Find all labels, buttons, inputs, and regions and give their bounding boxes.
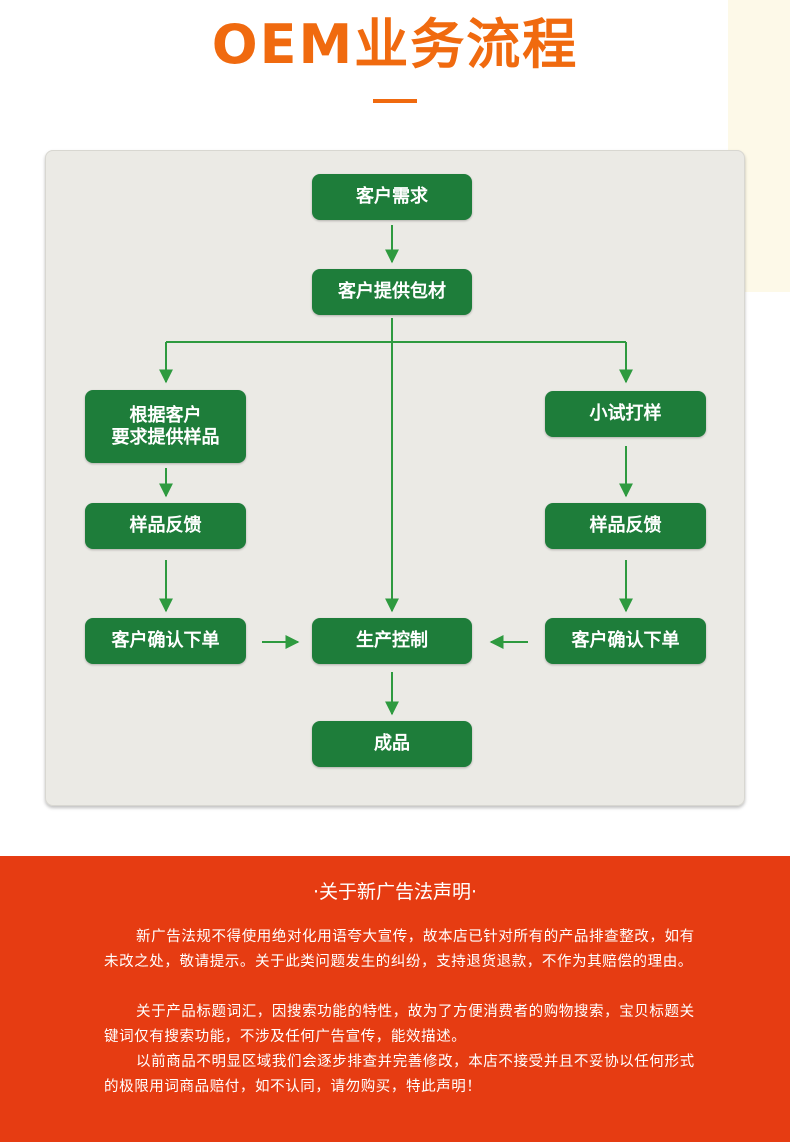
node-label: 样品反馈 bbox=[589, 515, 662, 536]
node-order-right: 客户确认下单 bbox=[545, 618, 706, 664]
notice-paragraph-1: 新广告法规不得使用绝对化用语夸大宣传，故本店已针对所有的产品排查整改，如有未改之… bbox=[104, 929, 695, 970]
notice-paragraph-2: 关于产品标题词汇，因搜索功能的特性，故为了方便消费者的购物搜索，宝贝标题关键词仅… bbox=[104, 1004, 695, 1045]
notice-paragraph-3: 以前商品不明显区域我们会逐步排查并完善修改，本店不接受并且不妥协以任何形式的极限… bbox=[104, 1054, 695, 1095]
node-finished-product: 成品 bbox=[312, 721, 472, 767]
node-feedback-left: 样品反馈 bbox=[85, 503, 246, 549]
node-label: 样品反馈 bbox=[129, 515, 202, 536]
node-label: 客户确认下单 bbox=[571, 630, 680, 651]
node-trial-sample: 小试打样 bbox=[545, 391, 706, 437]
node-feedback-right: 样品反馈 bbox=[545, 503, 706, 549]
node-production-control: 生产控制 bbox=[312, 618, 472, 664]
node-label: 客户需求 bbox=[356, 186, 428, 207]
node-label: 客户确认下单 bbox=[111, 630, 220, 651]
node-provide-sample: 根据客户 要求提供样品 bbox=[85, 390, 246, 463]
node-label: 成品 bbox=[374, 733, 410, 754]
node-label: 根据客户 要求提供样品 bbox=[111, 404, 220, 448]
node-label: 客户提供包材 bbox=[338, 281, 446, 302]
page-title: OEM业务流程 bbox=[211, 13, 579, 76]
title-underline bbox=[373, 99, 417, 103]
node-customer-packaging: 客户提供包材 bbox=[312, 269, 472, 315]
node-label: 小试打样 bbox=[589, 403, 662, 424]
node-customer-demand: 客户需求 bbox=[312, 174, 472, 220]
ad-law-notice-section bbox=[0, 856, 790, 1142]
node-order-left: 客户确认下单 bbox=[85, 618, 246, 664]
node-label: 生产控制 bbox=[356, 630, 428, 651]
notice-title: ·关于新广告法声明· bbox=[312, 881, 478, 903]
